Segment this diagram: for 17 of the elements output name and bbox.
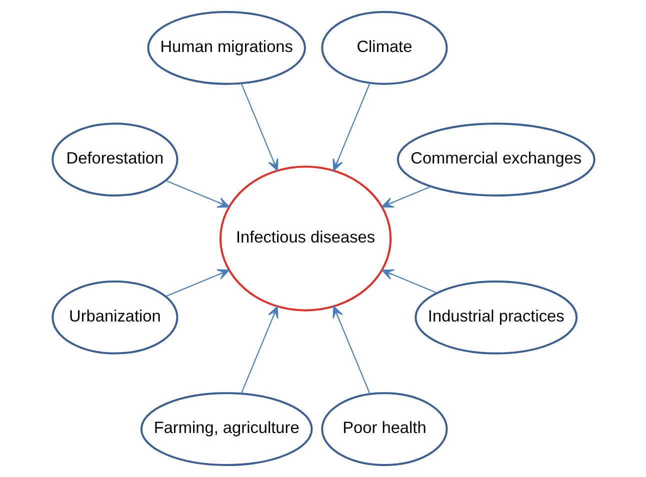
- arrow: [381, 186, 431, 208]
- arrow: [240, 83, 278, 172]
- node-ellipse: Poor health: [320, 392, 448, 466]
- node-ellipse: Infectious diseases: [218, 166, 392, 312]
- node-ellipse: Urbanization: [51, 280, 178, 354]
- node-ellipse: Commercial exchanges: [396, 122, 595, 196]
- arrow: [165, 180, 230, 208]
- arrow: [332, 306, 370, 394]
- node-ellipse: Human migrations: [146, 10, 306, 85]
- arrow: [332, 82, 370, 172]
- node-ellipse: Deforestation: [51, 122, 178, 196]
- arrow: [240, 306, 278, 394]
- arrow: [165, 269, 230, 297]
- node-ellipse: Climate: [320, 10, 448, 85]
- arrow: [381, 269, 437, 294]
- node-ellipse: Industrial practices: [414, 280, 578, 354]
- node-ellipse: Farming, agriculture: [140, 392, 312, 466]
